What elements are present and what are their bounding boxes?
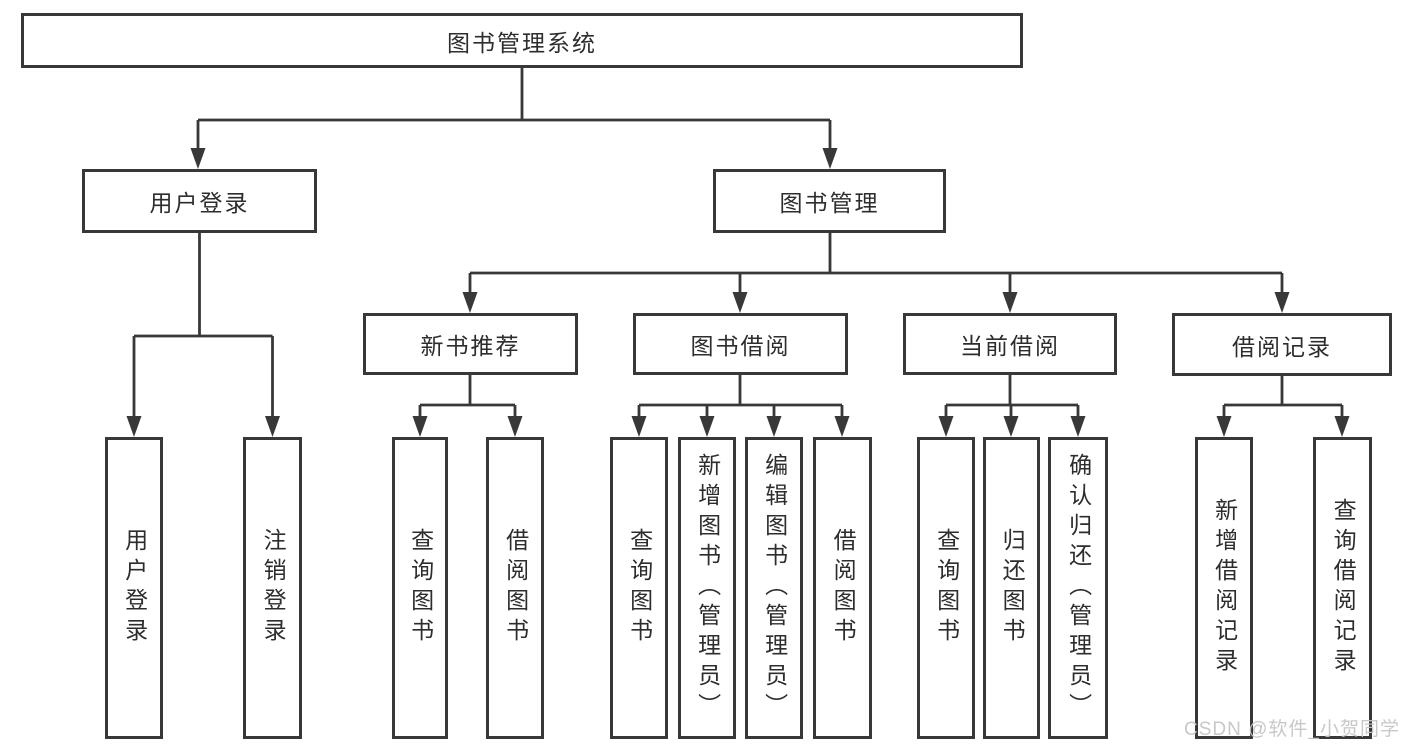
leaf-query-books-current-label: 查询图书	[933, 528, 960, 648]
leaf-query-books-borrowing: 查询图书	[610, 437, 668, 739]
node-borrowing-records-label: 借阅记录	[1232, 333, 1332, 360]
leaf-borrow-books-recommend-label: 借阅图书	[502, 528, 529, 648]
node-current-borrowing: 当前借阅	[903, 313, 1117, 375]
csdn-watermark: CSDN @软件_小贺同学	[1184, 719, 1400, 740]
leaf-edit-books-admin-label: 编辑图书（管理员）	[761, 453, 788, 723]
leaf-add-borrow-record: 新增借阅记录	[1195, 437, 1253, 739]
leaf-user-login: 用户登录	[105, 437, 163, 739]
leaf-borrow-books-borrowing: 借阅图书	[813, 437, 872, 739]
leaf-query-borrow-record-label: 查询借阅记录	[1330, 498, 1357, 678]
leaf-query-books-borrowing-label: 查询图书	[626, 528, 653, 648]
leaf-query-books-current: 查询图书	[917, 437, 975, 739]
node-user-login: 用户登录	[82, 169, 317, 233]
node-user-login-label: 用户登录	[149, 190, 250, 216]
leaf-borrow-books-borrowing-label: 借阅图书	[830, 528, 857, 648]
leaf-return-books: 归还图书	[983, 437, 1040, 739]
node-borrowing-records: 借阅记录	[1172, 313, 1392, 376]
leaf-query-borrow-record: 查询借阅记录	[1313, 437, 1372, 739]
leaf-borrow-books-recommend: 借阅图书	[486, 437, 544, 739]
leaf-query-books-recommend: 查询图书	[392, 437, 448, 739]
node-new-book-recommendation-label: 新书推荐	[420, 333, 521, 359]
leaf-add-borrow-record-label: 新增借阅记录	[1211, 498, 1238, 678]
arrowheads	[126, 148, 1350, 437]
node-new-book-recommendation: 新书推荐	[363, 313, 578, 375]
node-book-management-label: 图书管理	[779, 190, 880, 216]
node-current-borrowing-label: 当前借阅	[960, 333, 1060, 359]
node-book-borrowing-label: 图书借阅	[690, 333, 791, 359]
leaf-return-books-label: 归还图书	[999, 528, 1026, 648]
node-book-borrowing: 图书借阅	[633, 313, 848, 375]
leaf-logout-label: 注销登录	[260, 528, 287, 648]
leaf-edit-books-admin: 编辑图书（管理员）	[745, 437, 803, 739]
leaf-add-books-admin: 新增图书（管理员）	[678, 437, 736, 739]
leaf-confirm-return-admin: 确认归还（管理员）	[1048, 437, 1108, 739]
leaf-add-books-admin-label: 新增图书（管理员）	[694, 453, 721, 723]
leaf-confirm-return-admin-label: 确认归还（管理员）	[1065, 453, 1092, 723]
node-book-management: 图书管理	[713, 169, 946, 233]
leaf-query-books-recommend-label: 查询图书	[407, 528, 434, 648]
leaf-logout: 注销登录	[243, 437, 302, 739]
node-root: 图书管理系统	[21, 13, 1023, 68]
leaf-user-login-label: 用户登录	[121, 528, 148, 648]
node-root-label: 图书管理系统	[447, 29, 597, 56]
